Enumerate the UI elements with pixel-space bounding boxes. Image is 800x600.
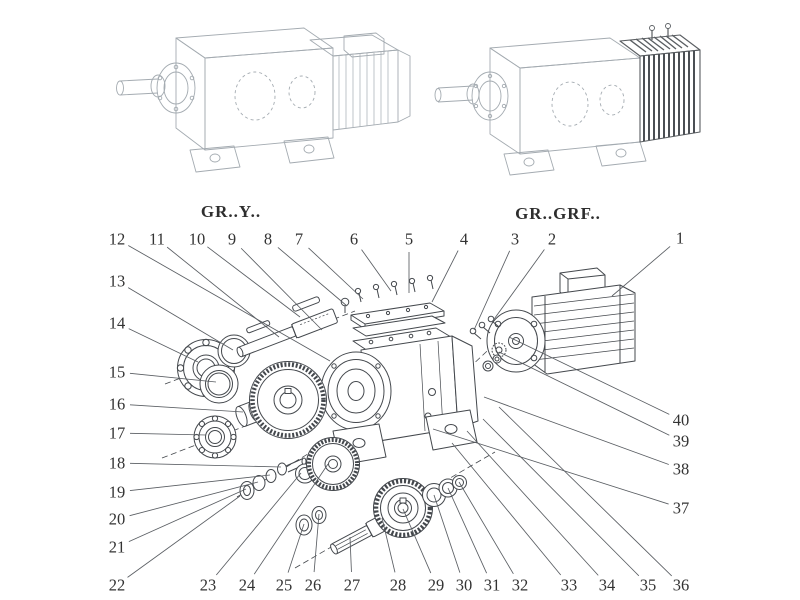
leader-line-32 — [458, 481, 514, 575]
callout-number-29: 29 — [428, 576, 445, 595]
leader-line-40 — [508, 336, 670, 415]
leader-line-20 — [129, 481, 259, 517]
callout-number-33: 33 — [561, 576, 578, 595]
callout-number-34: 34 — [599, 576, 616, 595]
leader-line-10 — [207, 246, 301, 318]
callout-number-11: 11 — [149, 230, 165, 249]
callout-number-28: 28 — [390, 576, 407, 595]
callout-number-15: 15 — [109, 363, 126, 382]
leader-line-16 — [129, 404, 244, 413]
leader-line-26 — [313, 513, 320, 573]
callout-number-12: 12 — [109, 230, 126, 249]
callout-number-31: 31 — [484, 576, 501, 595]
intermediate-gear-part — [295, 437, 360, 491]
leader-line-31 — [447, 487, 488, 574]
leader-line-37 — [432, 428, 669, 505]
exploded-view — [161, 267, 636, 569]
leader-line-35 — [482, 418, 640, 577]
leader-line-36 — [498, 406, 673, 577]
input-shaft-part — [236, 308, 338, 358]
leader-line-3 — [473, 250, 511, 331]
leader-line-38 — [483, 396, 669, 465]
callout-number-27: 27 — [344, 576, 361, 595]
callout-number-23: 23 — [200, 576, 217, 595]
callout-number-4: 4 — [460, 230, 468, 249]
leader-line-8 — [277, 247, 348, 307]
cover-part — [340, 274, 446, 337]
callout-number-3: 3 — [511, 230, 519, 249]
leader-line-27 — [349, 536, 352, 573]
leader-line-18 — [129, 462, 282, 468]
shaft-key-small — [246, 320, 271, 334]
leader-line-17 — [129, 432, 207, 436]
leader-line-6 — [361, 249, 392, 292]
callout-number-7: 7 — [295, 230, 303, 249]
leader-line-12 — [128, 245, 331, 362]
callout-number-1: 1 — [676, 229, 684, 248]
callout-number-8: 8 — [264, 230, 272, 249]
callout-number-22: 22 — [109, 576, 126, 595]
callout-number-14: 14 — [109, 314, 126, 333]
leader-line-24 — [253, 463, 329, 575]
input-bearing-small — [193, 415, 237, 459]
input-seal — [199, 364, 239, 404]
callout-number-36: 36 — [673, 576, 690, 595]
motor-part — [486, 267, 636, 375]
leader-line-22 — [127, 495, 241, 578]
leader-line-23 — [215, 472, 302, 576]
callout-number-19: 19 — [109, 483, 126, 502]
callout-number-5: 5 — [405, 230, 413, 249]
iso-view-gr-y — [116, 27, 411, 173]
callout-number-17: 17 — [109, 424, 126, 443]
callout-number-21: 21 — [109, 538, 126, 557]
callout-number-39: 39 — [673, 432, 690, 451]
leader-line-7 — [308, 247, 364, 300]
callout-number-38: 38 — [673, 460, 690, 479]
callout-number-16: 16 — [109, 395, 126, 414]
lower-washers — [295, 506, 327, 536]
callout-number-13: 13 — [109, 272, 126, 291]
callout-number-20: 20 — [109, 510, 126, 529]
iso-view-gr-grf — [434, 23, 701, 176]
leader-line-33 — [451, 442, 562, 576]
leader-line-39 — [498, 351, 670, 436]
leader-line-15 — [129, 372, 217, 383]
callout-number-24: 24 — [239, 576, 256, 595]
leader-line-4 — [431, 250, 459, 303]
callout-number-35: 35 — [640, 576, 657, 595]
model-label-gr-y: GR..Y.. — [200, 202, 262, 221]
leader-line-2 — [491, 249, 545, 323]
leader-line-25 — [287, 523, 305, 573]
callout-number-10: 10 — [189, 230, 206, 249]
leader-line-29 — [402, 508, 432, 574]
leader-line-14 — [128, 328, 199, 363]
leader-line-9 — [240, 247, 323, 331]
leader-line-19 — [129, 474, 271, 491]
leader-line-21 — [128, 488, 247, 543]
output-gear-part — [373, 478, 433, 538]
output-washers — [422, 475, 467, 507]
input-gear-part — [249, 361, 327, 439]
leader-line-11 — [166, 246, 280, 338]
housing-part — [320, 327, 479, 466]
model-label-gr-grf: GR..GRF.. — [515, 204, 601, 223]
callout-number-37: 37 — [673, 499, 690, 518]
leader-line-28 — [381, 517, 396, 573]
callout-number-30: 30 — [456, 576, 473, 595]
callout-number-25: 25 — [276, 576, 293, 595]
callout-number-26: 26 — [305, 576, 322, 595]
leader-line-1 — [611, 246, 671, 297]
callout-number-6: 6 — [350, 230, 358, 249]
callout-number-9: 9 — [228, 230, 236, 249]
callout-number-40: 40 — [673, 411, 690, 430]
leader-line-34 — [466, 430, 599, 576]
callout-number-32: 32 — [512, 576, 529, 595]
callout-number-2: 2 — [548, 230, 556, 249]
leader-line-30 — [433, 494, 461, 573]
callout-number-18: 18 — [109, 454, 126, 473]
leader-line-13 — [127, 287, 234, 351]
motor-fasteners — [469, 315, 502, 372]
